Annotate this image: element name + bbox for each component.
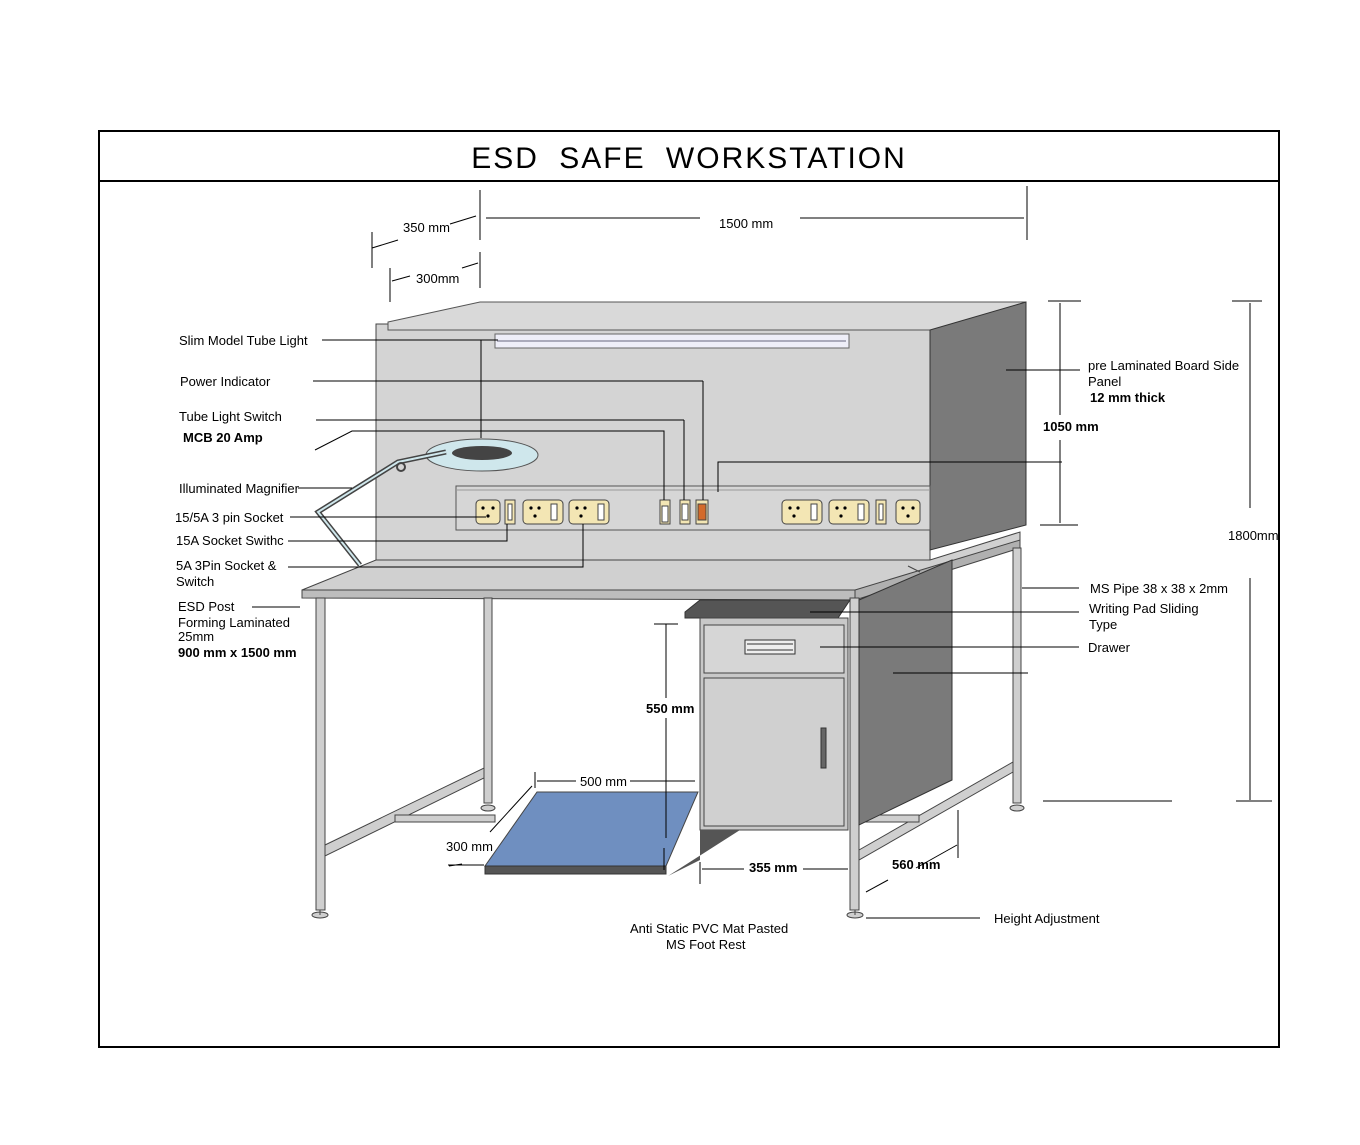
label-mcb: MCB 20 Amp (183, 430, 263, 445)
dim-300mm-foot: 300 mm (446, 839, 493, 854)
dim-1500mm: 1500 mm (719, 216, 773, 231)
label-side-panel-line2: Panel (1088, 374, 1121, 389)
label-top-size: 900 mm x 1500 mm (178, 645, 297, 660)
label-socket-5-line2: Switch (176, 574, 214, 589)
dim-300mm-top: 300mm (416, 271, 459, 286)
lower-side-panel (858, 559, 953, 826)
socket-left-group (475, 499, 610, 525)
title-bar: ESD SAFE WORKSTATION (100, 132, 1278, 182)
label-socket-15-5: 15/5A 3 pin Socket (175, 510, 284, 525)
cabinet (668, 599, 851, 876)
label-socket-switch-15: 15A Socket Swithc (176, 533, 284, 548)
dim-1800mm: 1800mm (1228, 528, 1279, 543)
magnifier (314, 438, 539, 567)
label-forming-line2: 25mm (178, 629, 214, 644)
label-mat-line2: MS Foot Rest (666, 937, 746, 952)
dim-350mm: 350 mm (403, 220, 450, 235)
diagram-frame: ESD SAFE WORKSTATION (98, 130, 1280, 1048)
label-side-panel-line1: pre Laminated Board Side (1088, 358, 1239, 373)
label-drawer: Drawer (1088, 640, 1131, 655)
dim-355mm: 355 mm (749, 860, 797, 875)
label-magnifier: Illuminated Magnifier (179, 481, 300, 496)
diagram-title: ESD SAFE WORKSTATION (471, 142, 907, 175)
label-tube-switch: Tube Light Switch (179, 409, 282, 424)
dim-560mm: 560 mm (892, 857, 940, 872)
dim-550mm: 550 mm (646, 701, 694, 716)
dim-500mm: 500 mm (580, 774, 627, 789)
label-forming-line1: Forming Laminated (178, 615, 290, 630)
label-socket-5-line1: 5A 3Pin Socket & (176, 558, 277, 573)
label-writing-pad-line1: Writing Pad Sliding (1089, 601, 1199, 616)
label-power-indicator: Power Indicator (180, 374, 271, 389)
label-mat-line1: Anti Static PVC Mat Pasted (630, 921, 788, 936)
label-ms-pipe: MS Pipe 38 x 38 x 2mm (1090, 581, 1228, 596)
frame-legs (311, 547, 1025, 919)
label-tube-light: Slim Model Tube Light (179, 333, 308, 348)
label-height-adj: Height Adjustment (994, 911, 1100, 926)
dimension-lines (371, 186, 1272, 893)
label-esd-post: ESD Post (178, 599, 235, 614)
dim-1050mm: 1050 mm (1043, 419, 1099, 434)
socket-right-group (781, 499, 921, 525)
label-writing-pad-line2: Type (1089, 617, 1117, 632)
switch-group (659, 499, 709, 525)
top-shelf (387, 301, 1027, 331)
side-panel (929, 301, 1027, 551)
label-side-panel-thick: 12 mm thick (1090, 390, 1166, 405)
leader-lines (252, 339, 1080, 919)
